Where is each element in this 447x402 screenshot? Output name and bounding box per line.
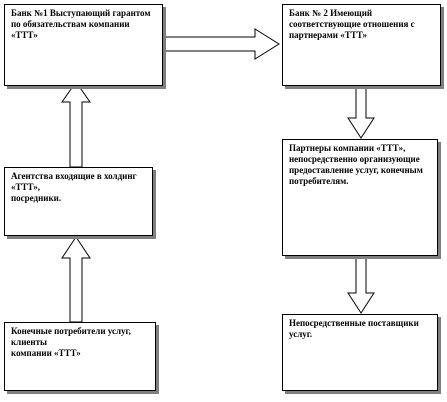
arrow-partners-to-providers [347,255,375,314]
arrow-consumers-to-agencies [61,236,91,323]
arrow-agencies-to-bank1 [61,81,91,168]
arrow-bank2-to-partners [347,85,375,139]
node-bank1: Банк №1 Выступающий гарантом по обязател… [4,4,163,86]
node-bank2: Банк № 2 Имеющий соответствующие отношен… [282,4,441,86]
node-partners: Партнеры компании «ТТТ», непосредственно… [282,139,438,256]
arrow-bank1-to-bank2 [164,28,280,60]
node-agencies: Агентства входящие в холдинг «ТТТ», поср… [4,167,153,236]
node-consumers: Конечные потребители услуг, клиенты комп… [4,322,156,391]
node-providers: Непосредственные поставщики услуг. [282,314,438,391]
